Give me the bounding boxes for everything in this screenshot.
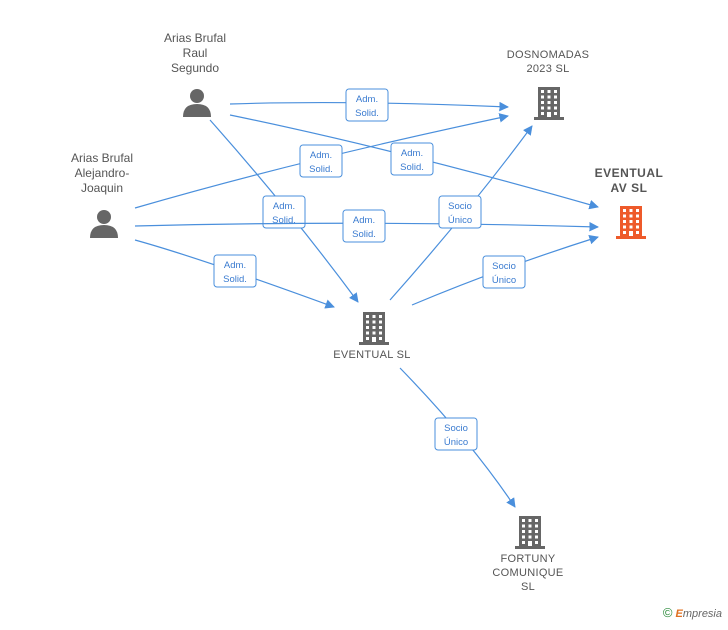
node-label-line: FORTUNY xyxy=(500,553,555,565)
edge-label-line: Adm. xyxy=(224,260,246,271)
node-label-line: Alejandro- xyxy=(75,166,130,180)
edge-label-line: Solid. xyxy=(352,229,376,240)
edge-label-box[interactable] xyxy=(345,88,389,122)
edge-raul-to-eventual_av: Adm. Solid. xyxy=(229,114,599,210)
edge-label-box[interactable] xyxy=(342,209,386,243)
brand-name: mpresia xyxy=(682,608,722,620)
edge-label-box[interactable] xyxy=(438,195,482,229)
edge-label-line: Solid. xyxy=(309,164,333,175)
node-label-line: Arias Brufal xyxy=(164,31,226,45)
node-label-line: Joaquin xyxy=(81,181,123,195)
building-icon xyxy=(534,87,564,120)
edge-raul-to-dosnomadas: Adm. Solid. xyxy=(229,88,509,122)
building-icon xyxy=(359,312,389,345)
edge-label-box[interactable] xyxy=(390,142,434,176)
edge-label-line: Adm. xyxy=(356,94,378,105)
edge-label-box[interactable] xyxy=(299,144,343,178)
node-fortuny[interactable]: FORTUNY COMUNIQUE SL xyxy=(492,516,563,593)
edge-label-line: Único xyxy=(448,215,472,226)
node-eventual[interactable]: EVENTUAL SL xyxy=(333,312,410,361)
edge-label-line: Solid. xyxy=(272,215,296,226)
edge-label-line: Adm. xyxy=(401,148,423,159)
edge-label-line: Único xyxy=(492,275,516,286)
node-label-line: 2023 SL xyxy=(526,63,569,75)
edge-label-box[interactable] xyxy=(213,254,257,288)
node-label-line: COMUNIQUE xyxy=(492,567,563,579)
building-icon xyxy=(616,206,646,239)
edge-label-box[interactable] xyxy=(482,255,526,289)
node-dosnomadas[interactable]: DOSNOMADAS 2023 SL xyxy=(507,49,589,120)
edge-label-line: Adm. xyxy=(310,150,332,161)
edge-label-line: Único xyxy=(444,437,468,448)
node-label-line: Raul xyxy=(183,46,208,60)
node-label-line: DOSNOMADAS xyxy=(507,49,589,61)
copyright-symbol: © xyxy=(662,605,673,620)
edge-label-line: Adm. xyxy=(353,215,375,226)
node-label-line: AV SL xyxy=(611,181,648,195)
node-label-line: SL xyxy=(521,581,535,593)
edge-label-line: Solid. xyxy=(223,274,247,285)
node-label-line: Segundo xyxy=(171,61,219,75)
edge-label-line: Socio xyxy=(492,261,516,272)
edge-label-line: Socio xyxy=(444,423,468,434)
person-icon xyxy=(90,210,118,238)
person-icon xyxy=(183,89,211,117)
edge-label-line: Solid. xyxy=(400,162,424,173)
edge-alejandro-to-eventual: Adm. Solid. xyxy=(134,239,335,309)
edge-alejandro-to-dosnomadas: Adm. Solid. xyxy=(134,113,509,209)
node-label-line: EVENTUAL SL xyxy=(333,349,410,361)
brand-initial: E xyxy=(675,608,683,620)
edge-label-line: Socio xyxy=(448,201,472,212)
footer-brand: © Empresia xyxy=(663,605,722,620)
edge-alejandro-to-eventual_av: Adm. Solid. xyxy=(134,209,599,243)
building-icon xyxy=(515,516,545,549)
edge-label-line: Adm. xyxy=(273,201,295,212)
edge-label-box[interactable] xyxy=(262,195,306,229)
edge-label-line: Solid. xyxy=(355,108,379,119)
edge-label-box[interactable] xyxy=(434,417,478,451)
edge-raul-to-eventual: Adm. Solid. xyxy=(209,119,359,303)
node-label-line: EVENTUAL xyxy=(595,166,664,180)
node-label-line: Arias Brufal xyxy=(71,151,133,165)
